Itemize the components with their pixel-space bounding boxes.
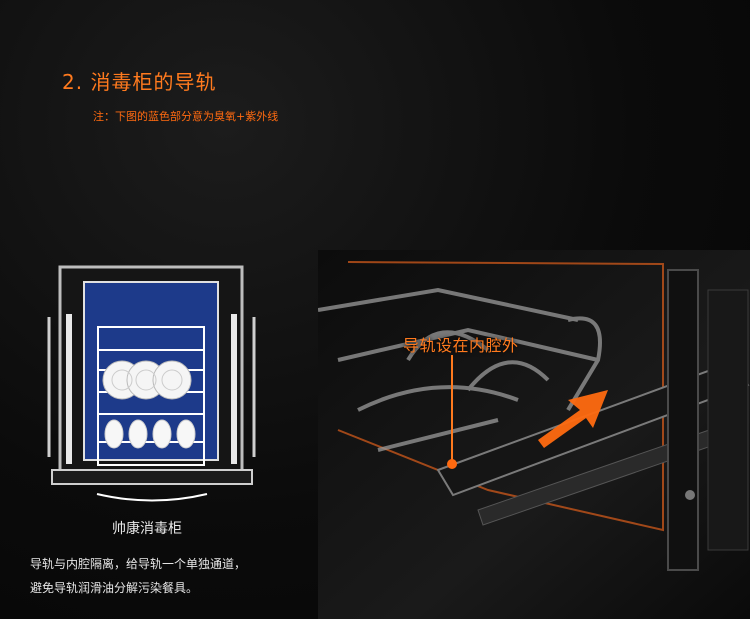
- cabinet-side-column: [667, 269, 699, 571]
- description-line-1: 导轨与内腔隔离，给导轨一个单独通道，: [30, 557, 247, 571]
- callout-pointer-dot: [447, 459, 457, 469]
- diagram-caption: 帅康消毒柜: [112, 521, 182, 537]
- bowl: [104, 419, 124, 449]
- photo-callout: 导轨设在内腔外: [403, 336, 519, 355]
- description: 导轨与内腔隔离，给导轨一个单独通道， 避免导轨润滑油分解污染餐具。: [30, 552, 246, 600]
- bowls: [104, 419, 196, 449]
- section-title: 2. 消毒柜的导轨: [62, 70, 217, 94]
- bowl: [176, 419, 196, 449]
- plate: [152, 360, 192, 400]
- cabinet-diagram: [47, 265, 256, 502]
- plates: [102, 360, 192, 400]
- bottom-tray: [51, 469, 253, 485]
- plate-rings: [111, 369, 183, 391]
- bowl: [128, 419, 148, 449]
- mount-screw: [685, 490, 695, 500]
- caption-bracket: [96, 493, 208, 502]
- right-rail: [231, 314, 237, 464]
- direction-arrow: [538, 390, 608, 448]
- cabinet-side-panel: [707, 289, 749, 551]
- description-line-2: 避免导轨润滑油分解污染餐具。: [30, 581, 199, 595]
- bowl: [152, 419, 172, 449]
- rail-photo: [318, 250, 750, 619]
- left-rail: [66, 314, 72, 464]
- section-note: 注：下图的蓝色部分意为臭氧+紫外线: [93, 110, 279, 123]
- wire-rack: [318, 287, 602, 452]
